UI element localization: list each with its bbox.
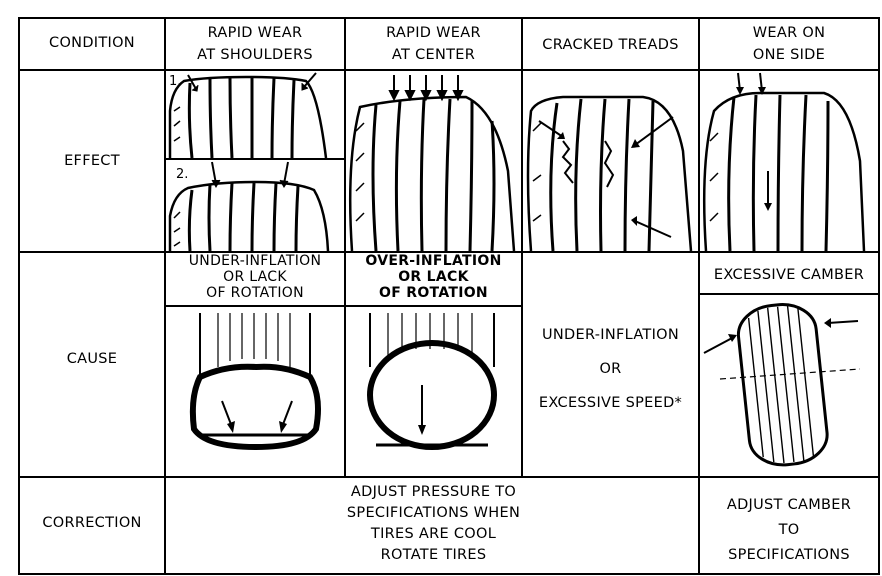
- condition-cracked: CRACKED TREADS: [542, 37, 679, 53]
- grid-cause-split-right: [698, 293, 880, 295]
- grid-col-line-4: [698, 17, 700, 575]
- grid-border-bottom: [18, 573, 880, 575]
- effect-marker-2: 2.: [176, 167, 188, 182]
- effect-one-side-tire: [702, 72, 866, 252]
- grid-row-line-2: [18, 251, 880, 253]
- grid-border-right: [878, 17, 880, 575]
- grid-border-left: [18, 17, 20, 575]
- effect-cracked-tire: [526, 95, 693, 252]
- cause-camber-tire: [703, 303, 861, 467]
- grid-cause-split-left: [164, 305, 523, 307]
- grid-row-line-3: [18, 476, 880, 478]
- effect-marker-1: 1.: [169, 74, 181, 89]
- row-label-correction: CORRECTION: [42, 515, 142, 531]
- grid-col-line-2: [344, 17, 346, 478]
- grid-col-line-1: [164, 17, 166, 575]
- row-label-cause: CAUSE: [66, 351, 118, 367]
- row-label-condition: CONDITION: [49, 35, 135, 51]
- grid-border-top: [18, 17, 880, 19]
- cause-over-inflation-tire: [367, 313, 497, 450]
- effect-shoulders-tire-2: 2.: [168, 161, 330, 252]
- grid-row-line-1: [18, 69, 880, 71]
- grid-col-line-3: [521, 17, 523, 478]
- row-label-effect: EFFECT: [64, 153, 120, 169]
- effect-shoulders-tire-1: 1.: [168, 72, 328, 159]
- effect-center-tire: [348, 75, 516, 252]
- cause-camber: EXCESSIVE CAMBER: [713, 267, 865, 283]
- grid-effect-split: [164, 158, 346, 160]
- cause-under-inflation-tire: [189, 313, 321, 451]
